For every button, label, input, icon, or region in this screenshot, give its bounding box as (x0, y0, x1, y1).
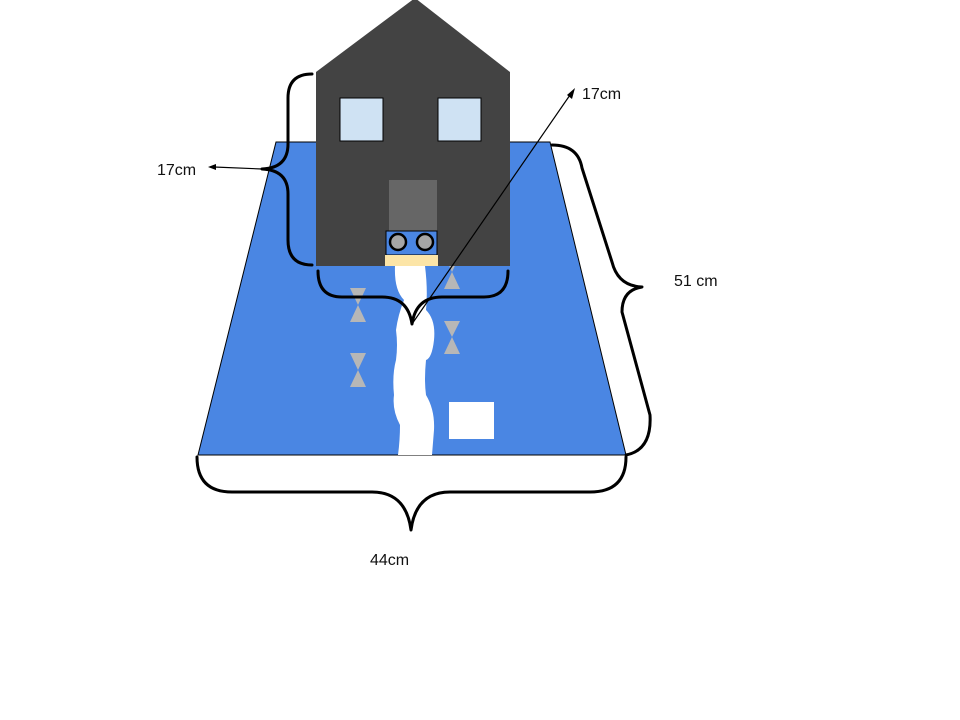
label-house-height: 17cm (157, 162, 196, 179)
house-body (316, 0, 510, 266)
brace-floor-depth (550, 143, 652, 457)
white-box (449, 402, 494, 439)
white-path (393, 266, 435, 455)
hourglass-marker-4 (444, 321, 460, 354)
console-button-left (388, 232, 408, 252)
arrowhead-house-width (567, 88, 575, 99)
arrow-house-width (411, 94, 571, 325)
house-door (389, 180, 437, 231)
label-floor-depth: 51 cm (674, 273, 718, 290)
house-window-right (437, 97, 482, 142)
house-window-left (339, 97, 384, 142)
label-house-width: 17cm (582, 86, 621, 103)
brace-floor-width (195, 455, 628, 532)
arrow-house-height (213, 166, 263, 170)
label-floor-width: 44cm (370, 552, 409, 569)
arrowhead-house-height (208, 164, 216, 170)
hourglass-marker-2 (350, 353, 366, 387)
door-mat (385, 255, 438, 266)
console-button-right (415, 232, 435, 252)
